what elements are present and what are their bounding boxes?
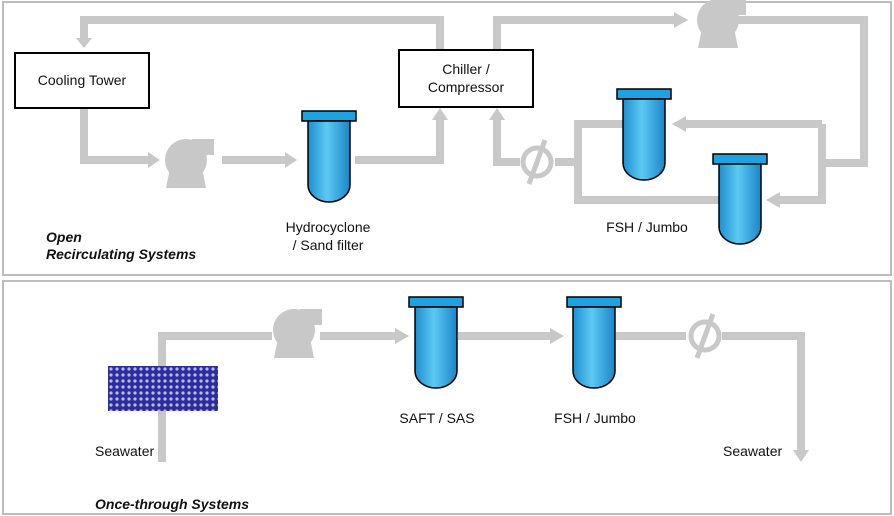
hydrocyclone-label-line1: Hydrocyclone bbox=[286, 219, 371, 235]
fsh-filter-icon bbox=[616, 88, 672, 181]
seawater-out-label: Seawater bbox=[723, 443, 782, 459]
once-through-pipes bbox=[158, 328, 809, 462]
pump-icon bbox=[165, 139, 214, 188]
saft-sas-filter-icon bbox=[408, 296, 464, 389]
open-system-title-line1: Open bbox=[46, 229, 82, 245]
cooling-tower-label: Cooling Tower bbox=[38, 72, 127, 88]
pump-icon bbox=[273, 309, 322, 358]
cooling-tower-box bbox=[14, 52, 150, 109]
open-system-title-line2: Recirculating Systems bbox=[46, 246, 196, 262]
open-system-pipes bbox=[76, 12, 868, 208]
hydrocyclone-filter-icon bbox=[301, 110, 357, 203]
fsh-filter-icon bbox=[712, 153, 768, 245]
seawater-intake-screen bbox=[108, 366, 218, 411]
once-through-title: Once-through Systems bbox=[95, 496, 249, 512]
seawater-in-label: Seawater bbox=[95, 443, 154, 459]
valve-icon bbox=[520, 139, 554, 185]
fsh-jumbo-label: FSH / Jumbo bbox=[606, 219, 688, 235]
valve-icon bbox=[688, 313, 722, 359]
fsh-filter-icon bbox=[566, 296, 622, 389]
pump-icon bbox=[697, 0, 746, 48]
chiller-label-line2: Compressor bbox=[428, 79, 505, 95]
saft-sas-label: SAFT / SAS bbox=[399, 410, 474, 426]
chiller-compressor-box bbox=[398, 49, 534, 108]
chiller-label-line1: Chiller / bbox=[442, 61, 490, 77]
fsh-jumbo-once-label: FSH / Jumbo bbox=[554, 410, 636, 426]
hydrocyclone-label-line2: / Sand filter bbox=[293, 237, 364, 253]
